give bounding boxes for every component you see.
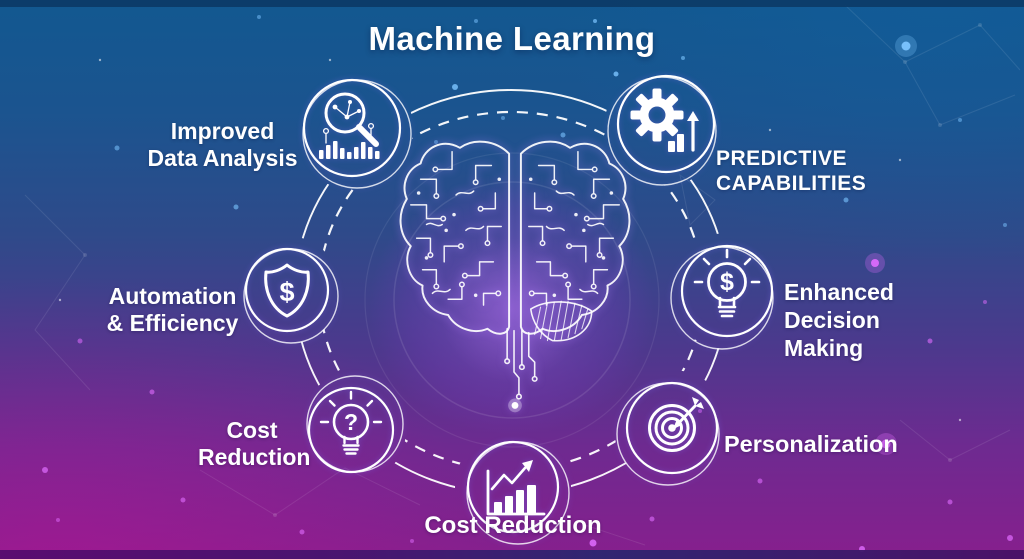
target-dart-icon (616, 381, 720, 486)
label-enhanced-decision-making: Enhanced Decision Making (784, 279, 894, 361)
brain-glow (322, 130, 702, 480)
svg-text:$: $ (279, 277, 294, 307)
brain-inner-glow (412, 210, 612, 410)
label-cost-reduction-bottom: Cost Reduction (424, 512, 602, 539)
lightbulb-dollar-icon: $ (670, 244, 774, 350)
bottom-edge-strip (0, 550, 1024, 559)
shield-dollar-icon: $ (243, 247, 339, 344)
svg-text:?: ? (344, 409, 358, 435)
gear-growth-chart-icon (607, 74, 717, 186)
growth-bars-icon (466, 440, 570, 545)
label-cost-reduction-left: Cost Reduction (198, 417, 311, 470)
label-improved-data-analysis: Improved Data Analysis (147, 118, 298, 171)
top-edge-strip (0, 0, 1024, 7)
svg-text:$: $ (720, 268, 734, 296)
label-automation-efficiency: Automation & Efficiency (106, 283, 239, 336)
label-personalization: Personalization (724, 431, 898, 457)
label-predictive-capabilities: PREDICTIVE CAPABILITIES (716, 147, 867, 195)
magnifier-bar-chart-icon (302, 78, 412, 189)
page-title: Machine Learning (368, 20, 656, 57)
lightbulb-question-icon: ? (306, 375, 404, 474)
circuit-brain-icon (399, 140, 631, 413)
